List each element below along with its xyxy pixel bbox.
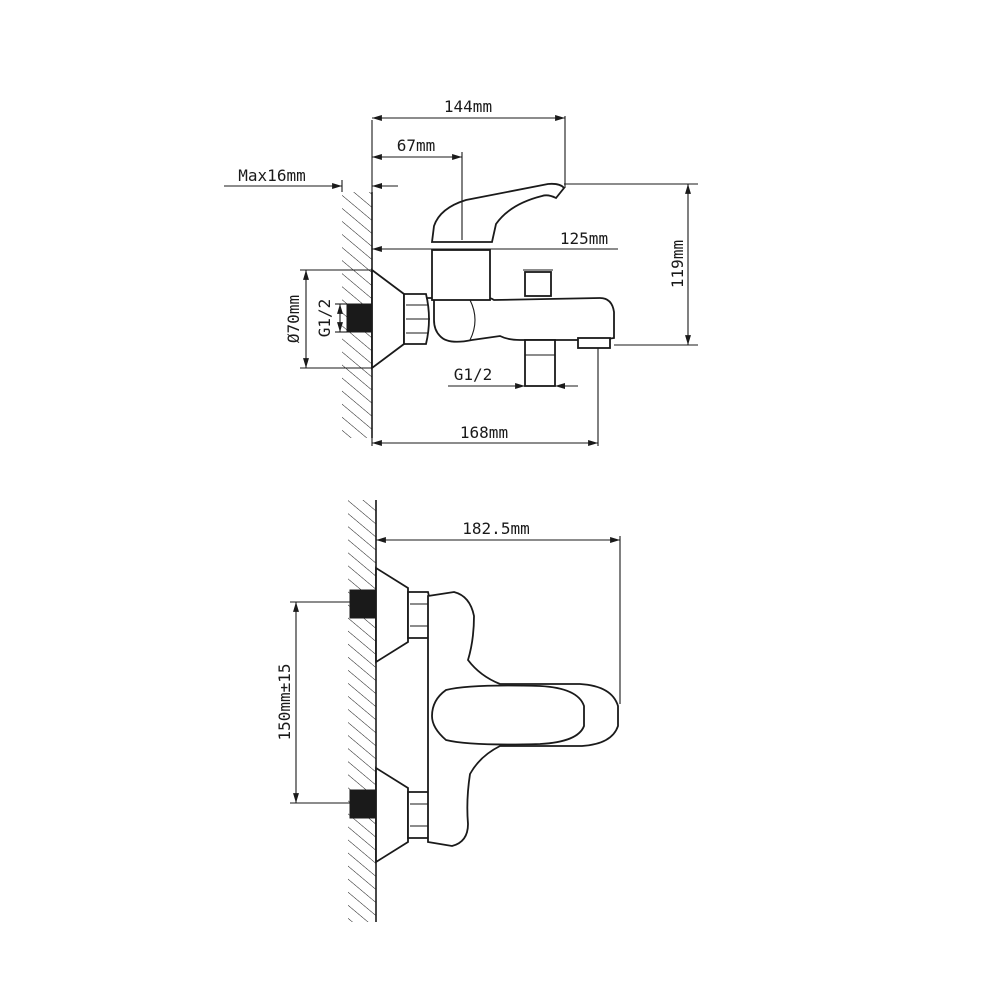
dim-150-label: 150mm±15 [275,663,294,740]
inlet-thread-lower [349,789,377,819]
spout-body [426,296,615,343]
dim-168-label: 168mm [460,423,508,442]
diverter-knob [524,271,552,297]
side-view: 144mm 67mm Max16mm 125mm 119mm Ø70mm G1/… [224,97,698,446]
dim-182-5-label: 182.5mm [462,519,529,538]
spout-tip [577,337,611,349]
dim-144-label: 144mm [444,97,492,116]
shower-outlet [524,339,556,387]
cartridge [431,249,491,301]
flange-upper [375,566,409,664]
thread-inlet-label: G1/2 [315,299,334,338]
dim-67-label: 67mm [397,136,436,155]
dim-70-label: Ø70mm [284,295,303,343]
flange-lower [375,766,409,864]
lever-handle [430,182,566,243]
inlet-thread-upper [349,589,377,619]
dim-max16-label: Max16mm [238,166,305,185]
inlet-thread [346,303,373,333]
dim-125-label: 125mm [560,229,608,248]
flange [371,268,405,370]
lever-handle-top [431,684,585,746]
dim-119-label: 119mm [668,240,687,288]
thread-outlet-label: G1/2 [454,365,493,384]
top-view: 182.5mm 150mm±15 [275,500,621,922]
wall-hatch-bottom [348,500,376,922]
